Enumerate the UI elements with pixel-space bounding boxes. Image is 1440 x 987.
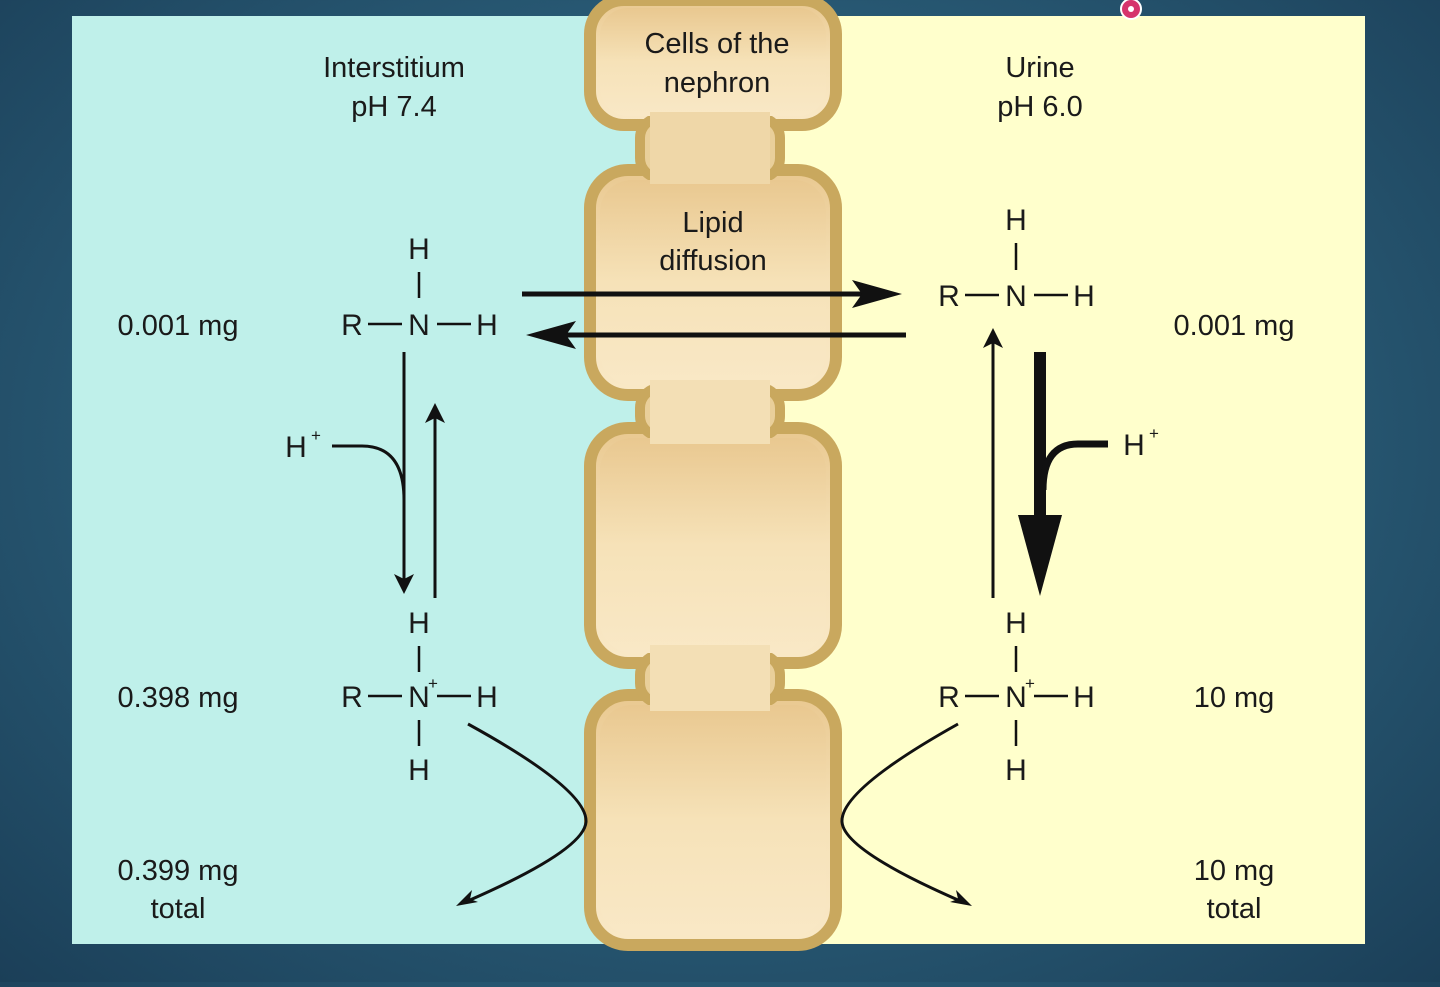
diffusion-arrow-right <box>522 280 902 308</box>
atom-r: R <box>938 681 960 714</box>
right-deprotonation-arrow <box>983 328 1003 598</box>
cells-header-line2: nephron <box>664 67 770 99</box>
nephron-cell-wall <box>584 0 842 951</box>
left-proton-charge: + <box>311 426 321 445</box>
cursor-icon <box>1120 0 1142 20</box>
left-proton-label: H <box>285 431 307 464</box>
right-ionized-amine: H R N + H H <box>938 607 1095 787</box>
right-proton-curve <box>1039 440 1108 491</box>
right-total-amount: 10 mg <box>1194 855 1275 887</box>
interstitium-header-line1: Interstitium <box>323 52 465 84</box>
atom-n: N <box>1005 280 1027 313</box>
right-total-curve-arrow <box>840 722 972 906</box>
left-proton-curve <box>332 444 406 501</box>
left-ionized-amine: H R N + H H <box>341 607 498 787</box>
atom-r: R <box>938 280 960 313</box>
lipid-diffusion-label-line2: diffusion <box>659 245 767 277</box>
charge-plus: + <box>428 674 438 693</box>
right-proton-label: H <box>1123 429 1145 462</box>
right-neutral-amine: H R N H <box>938 204 1095 313</box>
atom-r: R <box>341 681 363 714</box>
atom-n: N <box>1005 681 1027 714</box>
urine-header-line2: pH 6.0 <box>997 91 1082 123</box>
right-ionized-amount: 10 mg <box>1194 682 1275 714</box>
charge-plus: + <box>1025 674 1035 693</box>
left-neutral-amount: 0.001 mg <box>118 310 239 342</box>
left-neutral-amine: H R N H <box>341 233 498 342</box>
right-proton-charge: + <box>1149 424 1159 443</box>
atom-h-top: H <box>408 607 430 640</box>
left-protonation-arrow <box>394 352 414 594</box>
diffusion-arrow-left <box>526 321 906 349</box>
atom-n: N <box>408 309 430 342</box>
right-protonation-arrow-bold <box>1018 352 1062 596</box>
atom-n: N <box>408 681 430 714</box>
atom-h-right: H <box>476 309 498 342</box>
atom-h-top: H <box>1005 607 1027 640</box>
left-total-amount: 0.399 mg <box>118 855 239 887</box>
atom-h-right: H <box>1073 280 1095 313</box>
atom-h-bottom: H <box>1005 754 1027 787</box>
atom-r: R <box>341 309 363 342</box>
left-total-curve-arrow <box>456 722 588 906</box>
urine-header-line1: Urine <box>1005 52 1074 84</box>
atom-h-right: H <box>1073 681 1095 714</box>
cells-header-line1: Cells of the <box>644 28 789 60</box>
right-neutral-amount: 0.001 mg <box>1174 310 1295 342</box>
lipid-diffusion-label-line1: Lipid <box>682 207 743 239</box>
atom-h-bottom: H <box>408 754 430 787</box>
left-deprotonation-arrow <box>425 403 445 598</box>
atom-h-top: H <box>408 233 430 266</box>
left-ionized-amount: 0.398 mg <box>118 682 239 714</box>
left-total-label: total <box>151 893 206 925</box>
interstitium-header-line2: pH 7.4 <box>351 91 436 123</box>
atom-h-top: H <box>1005 204 1027 237</box>
right-total-label: total <box>1207 893 1262 925</box>
atom-h-right: H <box>476 681 498 714</box>
